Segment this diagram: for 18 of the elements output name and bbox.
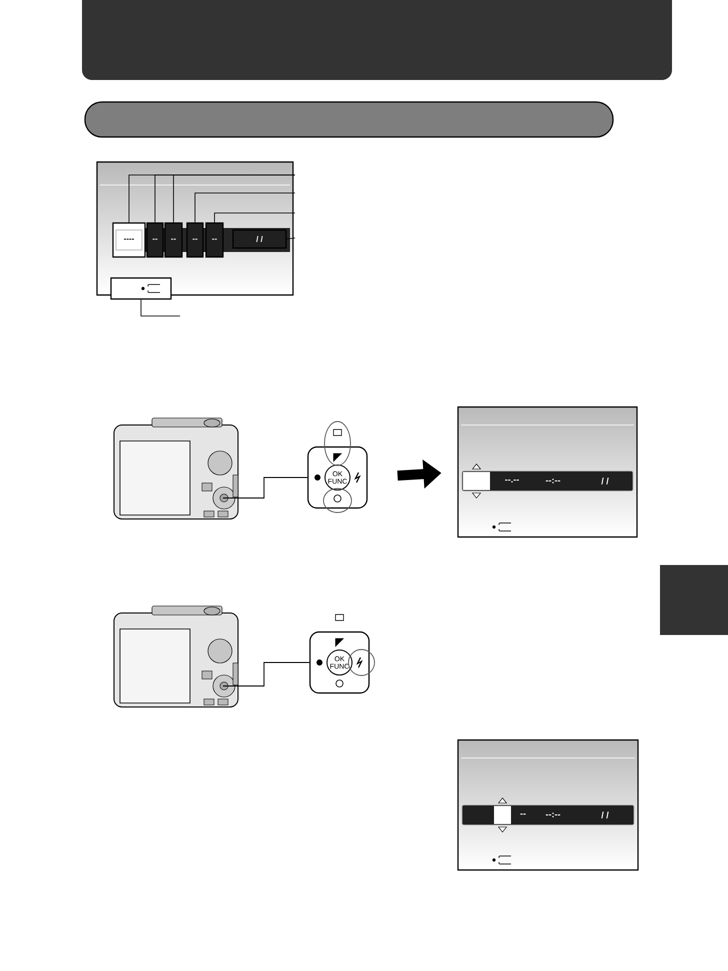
setting-field: -- bbox=[205, 222, 224, 258]
leader-line bbox=[286, 238, 296, 240]
setting-field: ---- bbox=[112, 222, 146, 258]
setting-field: -- bbox=[146, 222, 164, 258]
section-bar bbox=[84, 101, 614, 138]
leader-line bbox=[140, 299, 180, 316]
connector-line bbox=[222, 662, 310, 686]
lcd-screen: -- --:-- / / bbox=[457, 739, 639, 871]
leader-line bbox=[214, 212, 296, 223]
lcd-screen: --.-- --:-- / / bbox=[457, 406, 638, 538]
leader-line bbox=[194, 192, 296, 223]
setting-field: -- bbox=[186, 222, 204, 258]
connector-line bbox=[222, 477, 308, 498]
picture bbox=[114, 606, 238, 708]
picture bbox=[114, 418, 238, 520]
setting-field: -- bbox=[164, 222, 183, 258]
setting-field: / / bbox=[232, 229, 287, 249]
menu-button-box bbox=[110, 277, 172, 300]
